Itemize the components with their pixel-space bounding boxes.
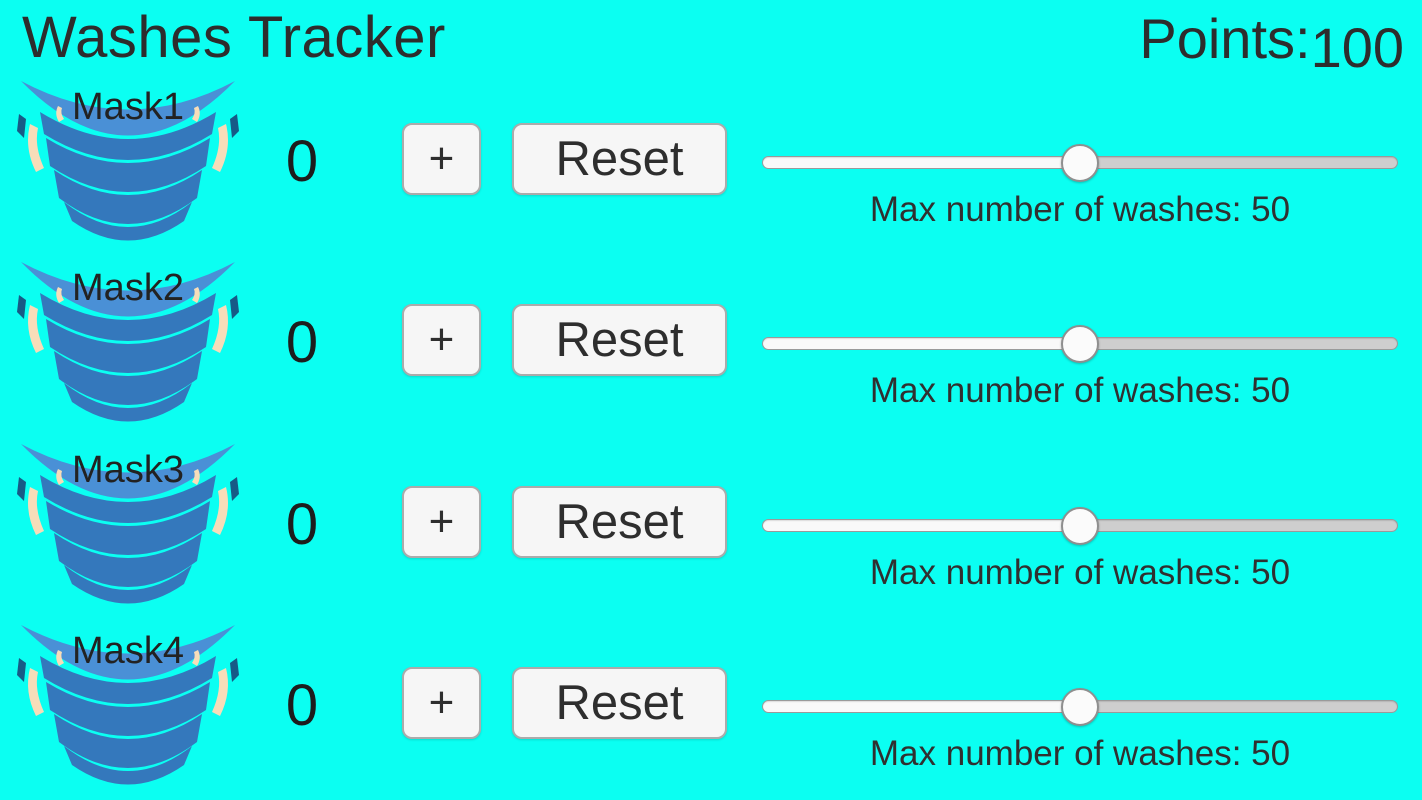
mask-graphic: Mask2	[14, 259, 242, 423]
face-mask-icon	[14, 441, 242, 605]
max-washes-slider[interactable]	[762, 687, 1398, 727]
increment-wash-button[interactable]: +	[402, 304, 481, 376]
slider-thumb[interactable]	[1061, 325, 1099, 363]
slider-thumb[interactable]	[1061, 688, 1099, 726]
wash-count: 0	[285, 310, 319, 375]
max-washes-slider[interactable]	[762, 506, 1398, 546]
mask-graphic: Mask1	[14, 78, 242, 242]
max-washes-caption: Max number of washes: 50	[869, 371, 1291, 410]
points-display: Points: 100	[1139, 6, 1404, 80]
wash-count: 0	[285, 673, 319, 738]
mask-graphic: Mask3	[14, 441, 242, 605]
app-title: Washes Tracker	[22, 5, 446, 70]
reset-button[interactable]: Reset	[512, 667, 727, 739]
increment-wash-button[interactable]: +	[402, 123, 481, 195]
max-washes-caption: Max number of washes: 50	[869, 553, 1291, 592]
face-mask-icon	[14, 259, 242, 423]
max-washes-caption: Max number of washes: 50	[869, 190, 1291, 229]
reset-button[interactable]: Reset	[512, 123, 727, 195]
mask-row: Mask4 0 + Reset Max number of washes: 50	[0, 622, 1422, 800]
reset-button[interactable]: Reset	[512, 304, 727, 376]
slider-thumb[interactable]	[1061, 144, 1099, 182]
max-washes-caption: Max number of washes: 50	[869, 734, 1291, 773]
face-mask-icon	[14, 78, 242, 242]
wash-count: 0	[285, 129, 319, 194]
points-value: 100	[1310, 16, 1404, 79]
reset-button[interactable]: Reset	[512, 486, 727, 558]
increment-wash-button[interactable]: +	[402, 667, 481, 739]
mask-row: Mask3 0 + Reset Max number of washes: 50	[0, 441, 1422, 623]
slider-thumb[interactable]	[1061, 507, 1099, 545]
mask-graphic: Mask4	[14, 622, 242, 786]
max-washes-slider[interactable]	[762, 324, 1398, 364]
increment-wash-button[interactable]: +	[402, 486, 481, 558]
face-mask-icon	[14, 622, 242, 786]
wash-count: 0	[285, 492, 319, 557]
max-washes-slider[interactable]	[762, 143, 1398, 183]
points-label: Points:	[1139, 7, 1311, 70]
mask-row: Mask1 0 + Reset Max number of washes: 50	[0, 78, 1422, 260]
mask-row: Mask2 0 + Reset Max number of washes: 50	[0, 259, 1422, 441]
